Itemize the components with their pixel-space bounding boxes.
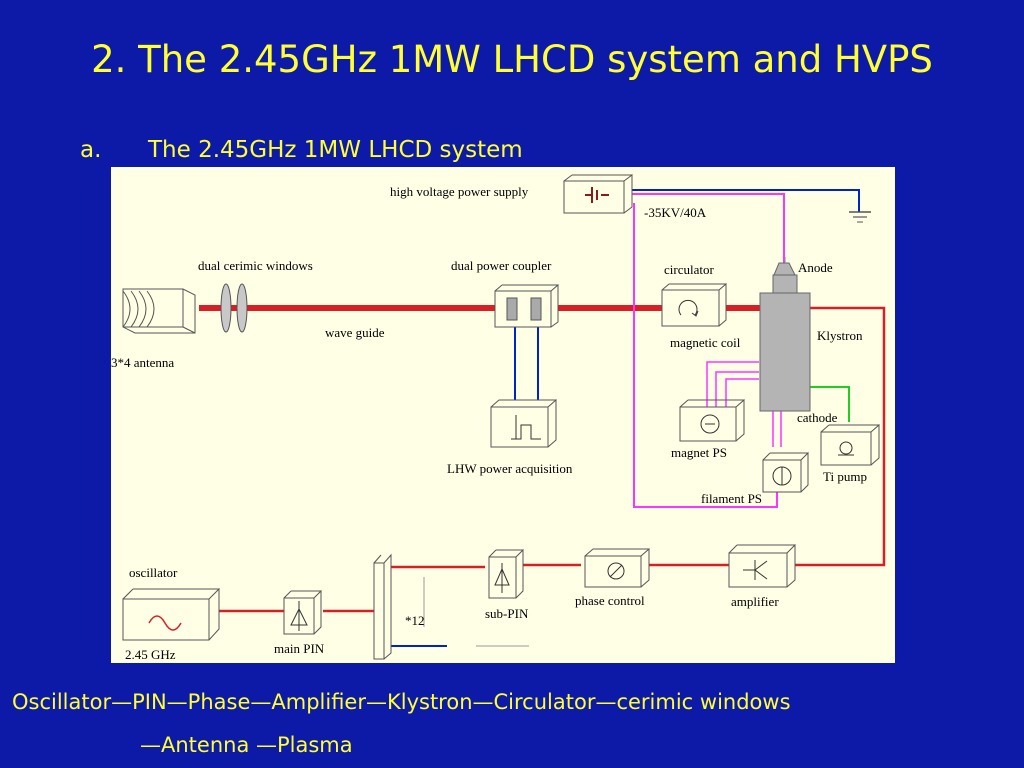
coupler-box bbox=[494, 283, 559, 328]
label-anode: Anode bbox=[798, 260, 833, 275]
amplifier-box bbox=[728, 543, 796, 588]
label-klystron: Klystron bbox=[817, 328, 863, 343]
label-antenna: 3*4 antenna bbox=[111, 355, 175, 370]
label-sub-pin: sub-PIN bbox=[485, 606, 529, 621]
splitter-box bbox=[373, 553, 392, 660]
label-coupler: dual power coupler bbox=[451, 258, 552, 273]
label-hvps: high voltage power supply bbox=[390, 184, 529, 199]
diagram-drawing bbox=[122, 174, 886, 660]
hv-anode-line bbox=[630, 193, 785, 277]
subtitle-number: a. bbox=[80, 137, 102, 163]
rf-return-line bbox=[794, 306, 886, 567]
hv-ground-line bbox=[630, 189, 860, 212]
magnet-ps-box bbox=[679, 398, 745, 442]
label-filament-ps: filament PS bbox=[701, 491, 763, 506]
label-waveguide: wave guide bbox=[325, 325, 385, 340]
ceramic-window-1 bbox=[220, 283, 232, 333]
filament-ps-box bbox=[762, 451, 809, 493]
cathode-ti-line bbox=[804, 386, 850, 422]
label-magnet-ps: magnet PS bbox=[671, 445, 727, 460]
ti-pump-box bbox=[820, 423, 880, 466]
antenna-icon bbox=[122, 288, 196, 334]
ceramic-window-2 bbox=[236, 283, 248, 333]
lhcd-diagram: high voltage power supply -35KV/40A dual… bbox=[111, 167, 895, 663]
sub-pin-box bbox=[488, 548, 524, 599]
phase-control-box bbox=[584, 547, 650, 588]
hv-return-line bbox=[633, 203, 778, 508]
label-oscillator: oscillator bbox=[129, 565, 178, 580]
label-cathode: cathode bbox=[797, 410, 838, 425]
signal-chain-line-2: —Antenna —Plasma bbox=[140, 733, 353, 757]
circulator-box bbox=[661, 282, 727, 327]
lhw-box bbox=[490, 398, 557, 448]
subtitle-text: The 2.45GHz 1MW LHCD system bbox=[148, 137, 523, 163]
label-main-pin: main PIN bbox=[274, 641, 325, 656]
label-lhw: LHW power acquisition bbox=[447, 461, 573, 476]
label-windows: dual cerimic windows bbox=[198, 258, 313, 273]
label-ti-pump: Ti pump bbox=[823, 469, 867, 484]
klystron-icon bbox=[759, 257, 811, 412]
slide-subtitle: a. The 2.45GHz 1MW LHCD system bbox=[80, 137, 523, 163]
main-pin-box bbox=[283, 589, 322, 635]
label-circulator: circulator bbox=[664, 262, 714, 277]
label-phase-control: phase control bbox=[575, 593, 645, 608]
label-x12: *12 bbox=[405, 613, 425, 628]
label-freq: 2.45 GHz bbox=[125, 647, 176, 662]
label-amplifier: amplifier bbox=[731, 594, 779, 609]
label-magnetic-coil: magnetic coil bbox=[670, 335, 741, 350]
battery-icon bbox=[585, 187, 609, 203]
label-voltage: -35KV/40A bbox=[644, 205, 707, 220]
slide-title: 2. The 2.45GHz 1MW LHCD system and HVPS bbox=[91, 38, 933, 81]
signal-chain-line-1: Oscillator—PIN—Phase—Amplifier—Klystron—… bbox=[12, 690, 791, 714]
oscillator-box bbox=[122, 587, 220, 641]
